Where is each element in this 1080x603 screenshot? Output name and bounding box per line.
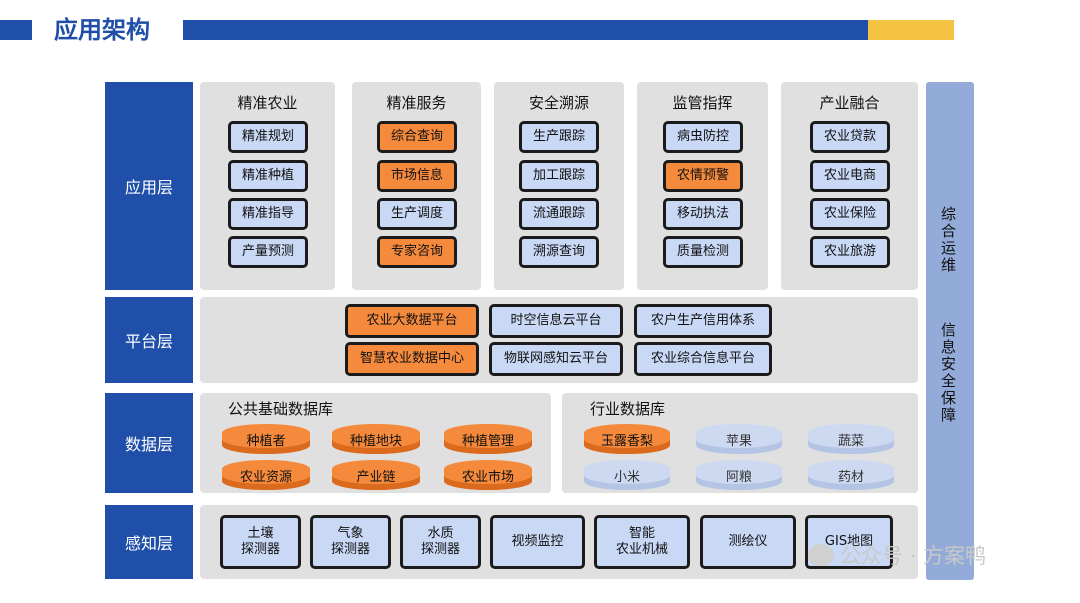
app-function-box: 市场信息 bbox=[377, 160, 457, 192]
app-function-box: 移动执法 bbox=[663, 198, 743, 230]
wechat-icon bbox=[808, 544, 834, 566]
public-db-cylinder: 种植者 bbox=[222, 424, 310, 454]
sensor-label-line1: 水质 bbox=[427, 526, 454, 541]
public-db-cylinder: 农业资源 bbox=[222, 460, 310, 490]
header-bar bbox=[183, 20, 868, 40]
sensor-label-line1: 视频监控 bbox=[511, 534, 564, 549]
public-db-cylinder: 种植地块 bbox=[332, 424, 420, 454]
security-label: 信息安全保障 bbox=[939, 322, 957, 424]
sensor-label-line1: 测绘仪 bbox=[728, 534, 768, 549]
app-function-box: 生产跟踪 bbox=[519, 121, 599, 153]
app-function-box: 农业电商 bbox=[810, 160, 890, 192]
sensor-label-line2: 探测器 bbox=[330, 542, 370, 557]
platform-box: 农户生产信用体系 bbox=[634, 304, 772, 338]
sensor-label-line1: 智能 bbox=[628, 526, 655, 541]
app-function-box: 溯源查询 bbox=[519, 236, 599, 268]
platform-box: 农业大数据平台 bbox=[345, 304, 479, 338]
industry-db-cylinder: 药材 bbox=[808, 460, 894, 490]
public-db-cylinder: 种植管理 bbox=[444, 424, 532, 454]
page-title: 应用架构 bbox=[54, 16, 150, 44]
platform-box: 农业综合信息平台 bbox=[634, 342, 772, 376]
platform-box: 时空信息云平台 bbox=[489, 304, 623, 338]
sensor-label-line2: 农业机械 bbox=[615, 542, 668, 557]
app-function-box: 农情预警 bbox=[663, 160, 743, 192]
ops-security-column bbox=[926, 82, 974, 580]
app-function-box: 农业旅游 bbox=[810, 236, 890, 268]
sensor-device-box: 土壤探测器 bbox=[220, 515, 301, 569]
app-function-box: 病虫防控 bbox=[663, 121, 743, 153]
public-db-title: 公共基础数据库 bbox=[228, 400, 334, 418]
app-function-box: 农业保险 bbox=[810, 198, 890, 230]
app-column-title: 安全溯源 bbox=[528, 94, 589, 112]
app-column-title: 精准农业 bbox=[237, 94, 298, 112]
app-function-box: 流通跟踪 bbox=[519, 198, 599, 230]
header-gold-bar bbox=[868, 20, 954, 40]
app-function-box: 农业贷款 bbox=[810, 121, 890, 153]
app-function-box: 精准指导 bbox=[228, 198, 308, 230]
app-function-box: 精准规划 bbox=[228, 121, 308, 153]
public-db-cylinder: 农业市场 bbox=[444, 460, 532, 490]
layer-label-sense: 感知层 bbox=[105, 505, 193, 579]
industry-db-cylinder: 玉露香梨 bbox=[584, 424, 670, 454]
industry-db-cylinder: 阿粮 bbox=[696, 460, 782, 490]
ops-label: 综合运维 bbox=[939, 206, 957, 274]
layer-label-platform: 平台层 bbox=[105, 297, 193, 383]
app-column-title: 精准服务 bbox=[386, 94, 447, 112]
sensor-label-line1: 气象 bbox=[337, 526, 364, 541]
industry-db-cylinder: 蔬菜 bbox=[808, 424, 894, 454]
watermark-text: 公众号 · 方案鸭 bbox=[840, 544, 987, 568]
platform-box: 物联网感知云平台 bbox=[489, 342, 623, 376]
app-function-box: 生产调度 bbox=[377, 198, 457, 230]
app-function-box: 专家咨询 bbox=[377, 236, 457, 268]
app-function-box: 精准种植 bbox=[228, 160, 308, 192]
layer-label-app: 应用层 bbox=[105, 82, 193, 290]
public-db-cylinder: 产业链 bbox=[332, 460, 420, 490]
sensor-label-line1: GIS地图 bbox=[824, 534, 874, 549]
app-function-box: 质量检测 bbox=[663, 236, 743, 268]
watermark: 公众号 · 方案鸭 bbox=[808, 540, 986, 570]
layer-label-data: 数据层 bbox=[105, 393, 193, 493]
header-accent-bar bbox=[0, 20, 32, 40]
industry-db-title: 行业数据库 bbox=[590, 400, 666, 418]
industry-db-cylinder: 小米 bbox=[584, 460, 670, 490]
sensor-device-box: 智能农业机械 bbox=[594, 515, 690, 569]
app-function-box: 综合查询 bbox=[377, 121, 457, 153]
app-column-title: 监管指挥 bbox=[672, 94, 733, 112]
sensor-label-line2: 探测器 bbox=[240, 542, 280, 557]
sensor-device-box: 测绘仪 bbox=[700, 515, 796, 569]
sensor-device-box: 水质探测器 bbox=[400, 515, 481, 569]
sensor-label-line2: 探测器 bbox=[420, 542, 460, 557]
industry-db-cylinder: 苹果 bbox=[696, 424, 782, 454]
platform-box: 智慧农业数据中心 bbox=[345, 342, 479, 376]
sensor-device-box: 气象探测器 bbox=[310, 515, 391, 569]
app-function-box: 加工跟踪 bbox=[519, 160, 599, 192]
sensor-label-line1: 土壤 bbox=[247, 526, 274, 541]
sensor-device-box: 视频监控 bbox=[490, 515, 585, 569]
app-function-box: 产量预测 bbox=[228, 236, 308, 268]
app-column-title: 产业融合 bbox=[819, 94, 880, 112]
